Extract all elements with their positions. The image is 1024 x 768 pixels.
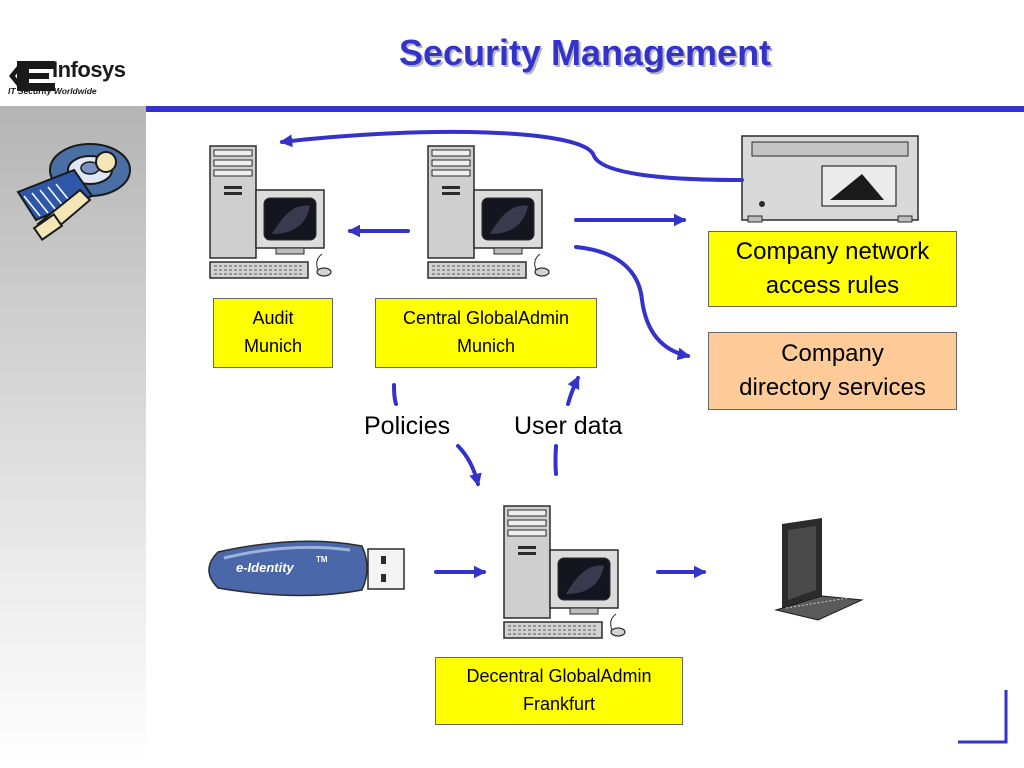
label-policies: Policies bbox=[364, 412, 451, 440]
logo-wordmark: Infosys bbox=[52, 57, 126, 82]
node-decentral-line1: Decentral GlobalAdmin bbox=[466, 666, 652, 687]
computer-icon bbox=[209, 145, 332, 279]
arrow-server-to-audit bbox=[279, 129, 744, 182]
corner-mark bbox=[958, 690, 1008, 744]
page-title: Security Management bbox=[398, 32, 772, 73]
label-user-data: User data bbox=[514, 412, 623, 440]
token-brand: e-Identity bbox=[236, 560, 295, 575]
node-audit-line1: Audit bbox=[252, 308, 294, 329]
laptop-icon bbox=[774, 518, 864, 621]
node-directory-line2: directory services bbox=[739, 374, 926, 401]
arrow-user-data-to-central bbox=[566, 375, 580, 406]
node-audit-line2: Munich bbox=[243, 336, 303, 356]
computer-icon bbox=[503, 505, 626, 639]
token-trademark: TM bbox=[316, 555, 328, 564]
node-audit: Audit Munich bbox=[213, 298, 333, 368]
logo-tagline: IT Security Worldwide bbox=[8, 86, 97, 96]
rack-server-icon bbox=[741, 135, 919, 223]
node-decentral: Decentral GlobalAdmin Frankfurt bbox=[435, 657, 683, 725]
usb-token-icon: e-Identity TM bbox=[208, 540, 405, 597]
security-keys-clipart-icon bbox=[16, 143, 131, 242]
node-central-line2: Munich bbox=[456, 336, 516, 356]
node-decentral-line2: Frankfurt bbox=[522, 694, 596, 714]
policies-connector bbox=[392, 383, 398, 406]
node-network-rules-line2: access rules bbox=[765, 272, 900, 299]
sidebar-gradient bbox=[0, 0, 146, 768]
logo: Infosys IT Security Worldwide bbox=[0, 0, 146, 106]
node-network-rules: Company network access rules bbox=[708, 231, 957, 307]
node-directory-line1: Company bbox=[781, 340, 884, 368]
arrow-policies-to-decentral bbox=[456, 444, 482, 487]
node-network-rules-line1: Company network bbox=[735, 238, 930, 266]
node-central: Central GlobalAdmin Munich bbox=[375, 298, 597, 368]
node-directory: Company directory services bbox=[708, 332, 957, 410]
infosys-logo-mark-icon bbox=[9, 61, 55, 91]
header-rule bbox=[146, 106, 1024, 112]
computer-icon bbox=[427, 145, 550, 279]
user-data-connector bbox=[553, 444, 558, 476]
node-central-line1: Central GlobalAdmin bbox=[402, 308, 570, 329]
arrow-central-to-directory bbox=[574, 245, 691, 361]
